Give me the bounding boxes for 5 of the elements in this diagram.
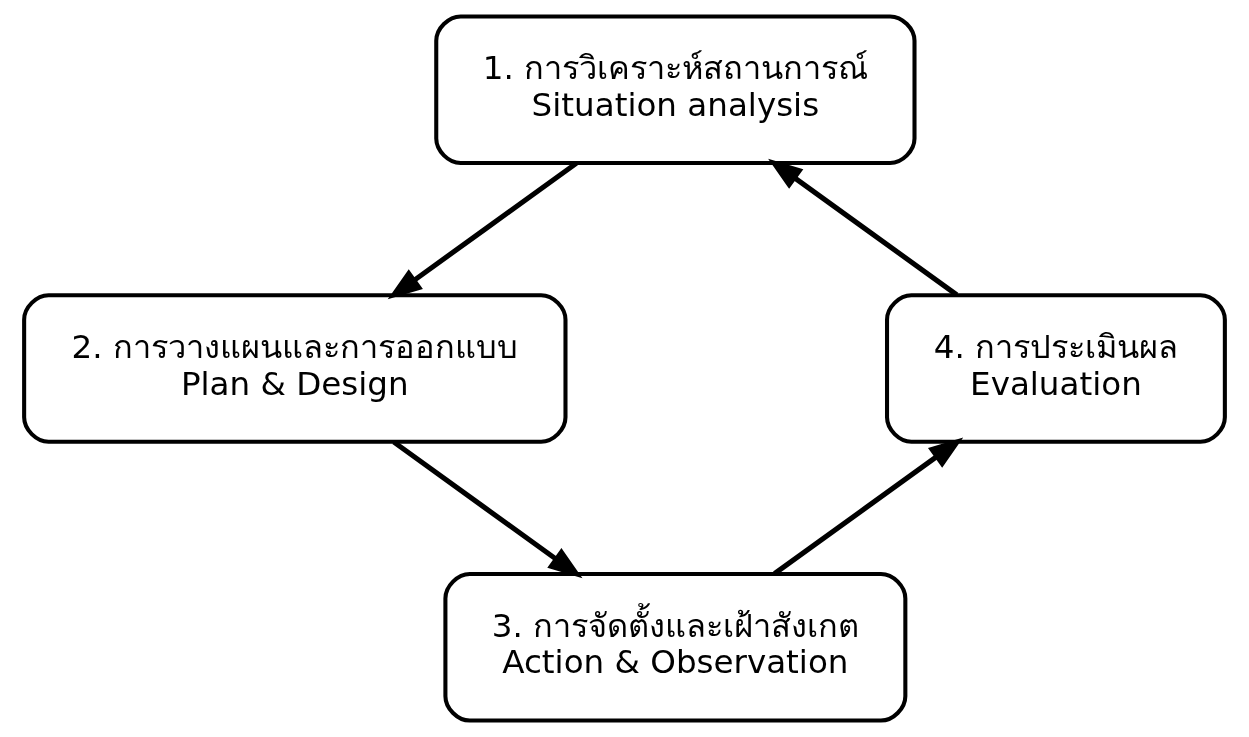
arrow [768,158,959,297]
node-box: 4. การประเมินผล Evaluation [885,293,1227,444]
node-box: 3. การจัดตั้งและเฝ้าสังเกต Action & Observation [443,572,908,723]
node-box: 2. การวางแผนและการออกแบบ Plan & Design [22,293,568,444]
node-box: 1. การวิเคราะห์สถานการณ์ Situation analysis [434,14,917,165]
